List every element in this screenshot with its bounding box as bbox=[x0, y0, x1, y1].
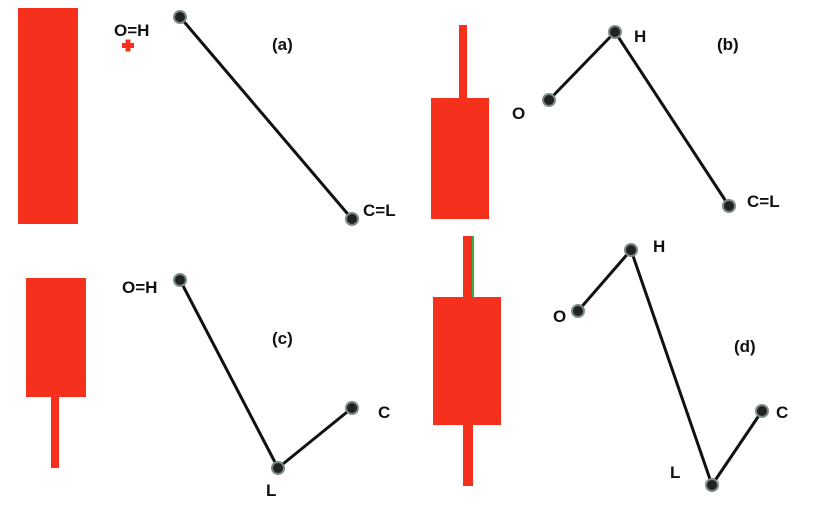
wick-edge-highlight bbox=[472, 236, 474, 298]
panel-a: O=H C=L (a) bbox=[18, 8, 396, 226]
candle-body-b bbox=[431, 98, 489, 219]
price-path-c bbox=[178, 278, 354, 470]
candle-upper-wick-b bbox=[459, 25, 467, 99]
price-path-b bbox=[547, 30, 731, 208]
close-point-d bbox=[755, 404, 769, 418]
close-low-label-b: C=L bbox=[747, 192, 780, 211]
panel-label-b: (b) bbox=[717, 35, 739, 54]
open-high-label-c: O=H bbox=[122, 278, 157, 297]
low-point-d bbox=[705, 478, 719, 492]
panel-c: O=H L C (c) bbox=[26, 273, 390, 500]
open-high-label-a: O=H bbox=[114, 21, 149, 40]
close-low-point-a bbox=[345, 212, 359, 226]
panel-label-d: (d) bbox=[734, 337, 756, 356]
candle-lower-wick-d bbox=[463, 424, 473, 486]
open-label-d: O bbox=[553, 307, 566, 326]
open-high-point-c bbox=[173, 273, 187, 287]
close-point-c bbox=[345, 401, 359, 415]
candle-upper-wick-d bbox=[463, 236, 473, 298]
candle-lower-wick-c bbox=[51, 396, 59, 468]
price-path-a bbox=[178, 15, 354, 221]
high-label-d: H bbox=[653, 237, 665, 256]
low-label-d: L bbox=[670, 463, 680, 482]
high-point-d bbox=[624, 243, 638, 257]
panel-label-c: (c) bbox=[272, 329, 293, 348]
low-label-c: L bbox=[266, 481, 276, 500]
candle-body-d bbox=[433, 297, 501, 425]
panel-b: O H C=L (b) bbox=[431, 25, 780, 219]
open-point-d bbox=[571, 304, 585, 318]
open-label-b: O bbox=[512, 104, 525, 123]
high-point-b bbox=[608, 25, 622, 39]
open-high-point-a bbox=[173, 10, 187, 24]
low-point-c bbox=[271, 461, 285, 475]
candle-body-a bbox=[18, 8, 78, 224]
high-label-b: H bbox=[634, 27, 646, 46]
close-low-label-a: C=L bbox=[363, 201, 396, 220]
panel-d: O H L C (d) bbox=[433, 236, 788, 492]
open-point-b bbox=[542, 93, 556, 107]
close-label-d: C bbox=[776, 403, 788, 422]
panel-label-a: (a) bbox=[272, 35, 293, 54]
candle-body-c bbox=[26, 278, 86, 397]
close-label-c: C bbox=[378, 403, 390, 422]
close-low-point-b bbox=[722, 199, 736, 213]
small-plus-marker bbox=[122, 39, 134, 52]
price-path-d bbox=[576, 248, 764, 487]
